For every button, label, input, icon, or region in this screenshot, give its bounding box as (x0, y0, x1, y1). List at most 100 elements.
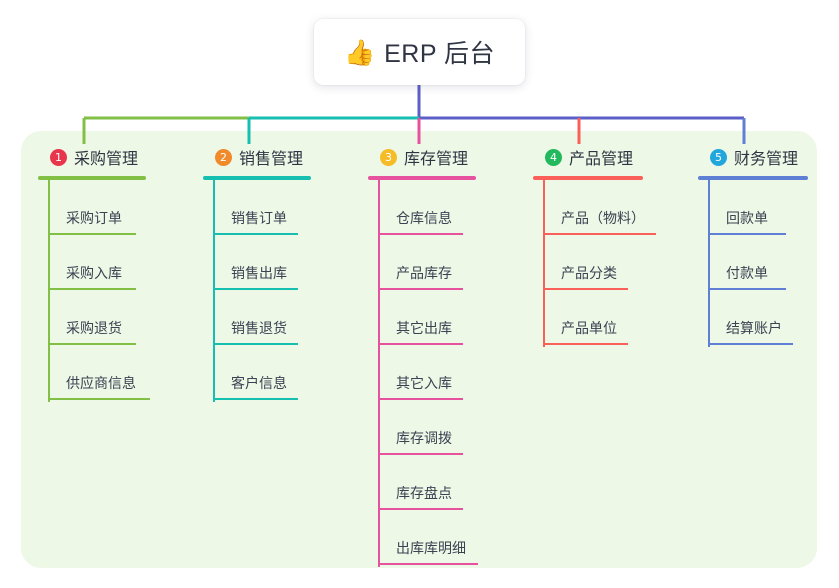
branch-title: 销售管理 (239, 151, 304, 168)
leaf-item-rule (213, 343, 298, 345)
leaf-item[interactable]: 销售退货 (213, 290, 311, 345)
leaf-item-label: 产品（物料） (561, 210, 645, 226)
branch-header-2[interactable]: 2 销售管理 (203, 144, 311, 170)
branch-spine (48, 180, 50, 402)
leaf-item[interactable]: 销售出库 (213, 235, 311, 290)
leaf-item[interactable]: 产品单位 (543, 290, 643, 345)
leaf-item[interactable]: 库存盘点 (378, 455, 476, 510)
leaf-item-rule (543, 288, 628, 290)
leaf-item-label: 仓库信息 (396, 210, 452, 226)
leaf-item-label: 产品库存 (396, 265, 452, 281)
leaf-item[interactable]: 付款单 (708, 235, 808, 290)
branch-number-badge: 4 (545, 148, 562, 166)
leaf-item[interactable]: 产品（物料） (543, 180, 656, 235)
leaf-item-label: 出库库明细 (396, 540, 466, 556)
leaf-item[interactable]: 销售订单 (213, 180, 311, 235)
leaf-item-rule (543, 343, 628, 345)
branch-header-rule (368, 176, 476, 180)
leaf-item-rule (708, 233, 786, 235)
branch-header-rule (698, 176, 808, 180)
branch-spine (708, 180, 710, 347)
leaf-item[interactable]: 采购订单 (48, 180, 146, 235)
leaf-item-label: 产品单位 (561, 320, 617, 336)
leaf-item[interactable]: 其它出库 (378, 290, 476, 345)
leaf-item-rule (378, 288, 463, 290)
branch-column-2: 2 销售管理销售订单销售出库销售退货客户信息 (203, 144, 311, 402)
leaf-item-label: 采购入库 (66, 265, 122, 281)
branch-title: 采购管理 (74, 151, 139, 168)
leaf-item-rule (378, 453, 463, 455)
branch-column-4: 4 产品管理产品（物料） 产品分类产品单位 (533, 144, 656, 347)
leaf-item[interactable]: 客户信息 (213, 345, 311, 400)
leaf-item-label: 其它入库 (396, 375, 452, 391)
leaf-item[interactable]: 结算账户 (708, 290, 808, 345)
leaf-item[interactable]: 产品库存 (378, 235, 476, 290)
leaf-item-label: 销售出库 (231, 265, 287, 281)
leaf-item[interactable]: 供应商信息 (48, 345, 150, 400)
leaf-item-rule (708, 343, 793, 345)
thumbs-up-icon: 👍 (343, 37, 376, 67)
leaf-item-label: 付款单 (726, 265, 768, 281)
branch-number-badge: 1 (50, 148, 67, 166)
leaf-item-label: 结算账户 (726, 320, 782, 336)
leaf-item-rule (708, 288, 786, 290)
branch-number-badge: 5 (710, 148, 727, 166)
leaf-item[interactable]: 出库库明细 (378, 510, 478, 565)
branch-spine (378, 180, 380, 567)
leaf-item-label: 销售订单 (231, 210, 287, 226)
leaf-item-rule (213, 288, 298, 290)
leaf-item-label: 其它出库 (396, 320, 452, 336)
branch-title: 产品管理 (569, 151, 634, 168)
leaf-item-rule (213, 398, 298, 400)
branch-item-list: 回款单付款单结算账户 (698, 180, 808, 347)
leaf-item[interactable]: 回款单 (708, 180, 808, 235)
branch-column-5: 5 财务管理回款单付款单结算账户 (698, 144, 808, 347)
branch-header-4[interactable]: 4 产品管理 (533, 144, 643, 170)
leaf-item-label: 库存盘点 (396, 485, 452, 501)
leaf-item[interactable]: 库存调拨 (378, 400, 476, 455)
branch-column-3: 3 库存管理仓库信息产品库存其它出库其它入库库存调拨库存盘点出库库明细 (368, 144, 478, 567)
leaf-item[interactable]: 其它入库 (378, 345, 476, 400)
root-node-label: ERP 后台 (384, 40, 496, 68)
branch-title: 库存管理 (404, 151, 469, 168)
branch-header-1[interactable]: 1 采购管理 (38, 144, 146, 170)
branch-header-5[interactable]: 5 财务管理 (698, 144, 808, 170)
branch-header-rule (203, 176, 311, 180)
root-node[interactable]: 👍 ERP 后台 (314, 19, 525, 85)
leaf-item-rule (378, 398, 463, 400)
leaf-item[interactable]: 产品分类 (543, 235, 643, 290)
leaf-item-label: 产品分类 (561, 265, 617, 281)
leaf-item-label: 采购退货 (66, 320, 122, 336)
leaf-item-rule (48, 343, 136, 345)
leaf-item-rule (48, 398, 150, 400)
branch-item-list: 产品（物料） 产品分类产品单位 (533, 180, 656, 347)
branch-number-badge: 3 (380, 148, 397, 166)
branch-spine (543, 180, 545, 347)
leaf-item-rule (378, 563, 478, 565)
leaf-item-rule (378, 508, 463, 510)
leaf-item-rule (378, 343, 463, 345)
diagram-background-panel (21, 131, 817, 568)
leaf-item-rule (213, 233, 298, 235)
branch-spine (213, 180, 215, 402)
leaf-item-label: 客户信息 (231, 375, 287, 391)
branch-header-3[interactable]: 3 库存管理 (368, 144, 476, 170)
leaf-item-rule (378, 233, 463, 235)
branch-number-badge: 2 (215, 148, 232, 166)
leaf-item-label: 采购订单 (66, 210, 122, 226)
branch-item-list: 采购订单采购入库采购退货供应商信息 (38, 180, 150, 402)
branch-item-list: 仓库信息产品库存其它出库其它入库库存调拨库存盘点出库库明细 (368, 180, 478, 567)
branch-title: 财务管理 (734, 151, 799, 168)
leaf-item-label: 供应商信息 (66, 375, 136, 391)
leaf-item-rule (48, 233, 136, 235)
leaf-item[interactable]: 采购退货 (48, 290, 146, 345)
leaf-item[interactable]: 仓库信息 (378, 180, 476, 235)
branch-header-rule (38, 176, 146, 180)
leaf-item[interactable]: 采购入库 (48, 235, 146, 290)
leaf-item-rule (48, 288, 136, 290)
branch-item-list: 销售订单销售出库销售退货客户信息 (203, 180, 311, 402)
leaf-item-rule (543, 233, 656, 235)
leaf-item-label: 库存调拨 (396, 430, 452, 446)
branch-header-rule (533, 176, 643, 180)
leaf-item-label: 回款单 (726, 210, 768, 226)
